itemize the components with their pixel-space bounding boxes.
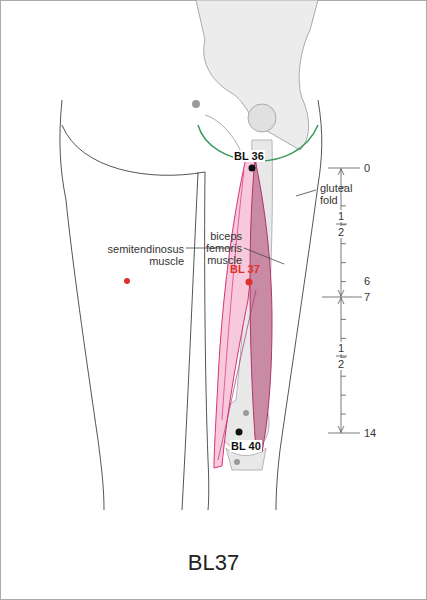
bone-dot	[192, 100, 200, 108]
gluteal-fold-line	[198, 125, 318, 161]
pelvis	[196, 0, 318, 162]
acupoint-label: BL 37	[230, 263, 260, 275]
muscle-label: semitendinosus muscle	[90, 243, 184, 267]
scale-tick	[341, 376, 346, 377]
scale-number: 1	[337, 342, 345, 354]
fraction-bar	[336, 356, 347, 357]
acupoint-dot	[236, 429, 243, 436]
scale-tick	[341, 319, 346, 320]
scale-tick	[341, 281, 346, 282]
acupoint-dot	[246, 279, 253, 286]
figure-caption: BL37	[0, 550, 427, 576]
acupoint-dot	[124, 278, 130, 284]
scale-number: 2	[337, 358, 345, 370]
acupoint-label: BL 36	[233, 150, 265, 162]
scale-tick	[341, 338, 346, 339]
scale-number: 14	[364, 427, 376, 439]
acupoint-dot	[249, 165, 256, 172]
scale-ticks	[336, 187, 347, 414]
bone-dot	[243, 410, 249, 416]
body-outline	[60, 100, 322, 510]
scale-number: 6	[364, 275, 370, 287]
scale-number: 0	[364, 162, 370, 174]
scale-tick	[341, 205, 346, 206]
measurement-scale	[322, 168, 362, 433]
scale-tick	[341, 414, 346, 415]
acupoint-label: BL 40	[230, 440, 262, 452]
scale-number: 2	[337, 226, 345, 238]
fraction-bar	[336, 224, 347, 225]
muscle-label: biceps femoris muscle	[186, 230, 242, 266]
hamstring-muscles	[214, 158, 272, 468]
scale-tick	[341, 243, 346, 244]
scale-tick	[341, 395, 346, 396]
leader-lines	[186, 190, 316, 264]
scale-tick	[341, 262, 346, 263]
scale-number: 1	[337, 210, 345, 222]
region-label: gluteal fold	[320, 182, 370, 206]
bone-dot	[234, 459, 240, 465]
scale-number: 7	[364, 291, 370, 303]
